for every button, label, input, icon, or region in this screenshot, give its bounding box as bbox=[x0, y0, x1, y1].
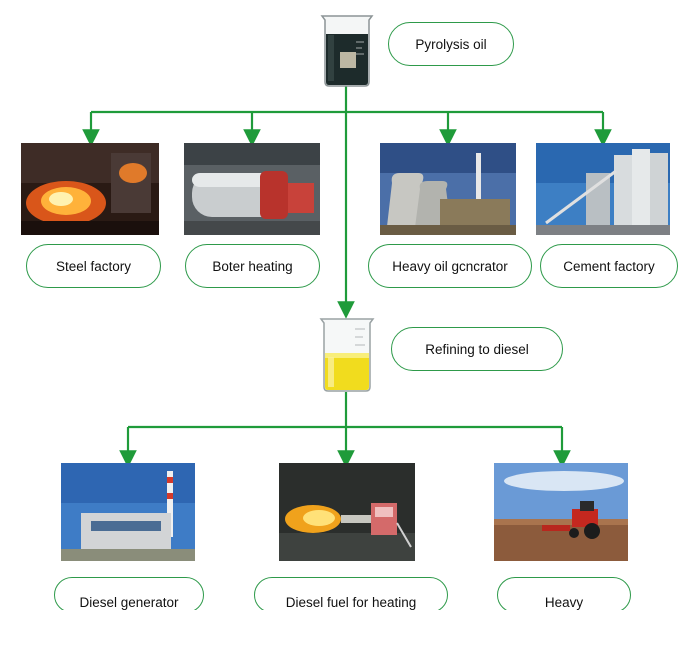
heavy-oil-generator-label: Heavy oil gcncrator bbox=[368, 244, 532, 288]
heavy-label: Heavy bbox=[497, 577, 631, 613]
beaker-dark-oil-icon bbox=[316, 12, 378, 88]
boiler-heating-label: Boter heating bbox=[185, 244, 320, 288]
red-tractor-photo bbox=[494, 463, 628, 561]
beaker-yellow-diesel-icon bbox=[315, 315, 379, 393]
cement-factory-label: Cement factory bbox=[540, 244, 678, 288]
cement-silos-photo bbox=[536, 143, 670, 235]
steel-factory-photo bbox=[21, 143, 159, 235]
power-plant-photo bbox=[380, 143, 516, 235]
boiler-heating-photo bbox=[184, 143, 320, 235]
bottom-crop-band bbox=[0, 610, 692, 646]
pyrolysis-oil-label: Pyrolysis oil bbox=[388, 22, 514, 66]
burner-flame-photo bbox=[279, 463, 415, 561]
diesel-power-station-photo bbox=[61, 463, 195, 561]
diesel-fuel-heating-label: Diesel fuel for heating bbox=[254, 577, 448, 613]
refining-to-diesel-label: Refining to diesel bbox=[391, 327, 563, 371]
diesel-generator-label: Diesel generator bbox=[54, 577, 204, 613]
steel-factory-label: Steel factory bbox=[26, 244, 161, 288]
